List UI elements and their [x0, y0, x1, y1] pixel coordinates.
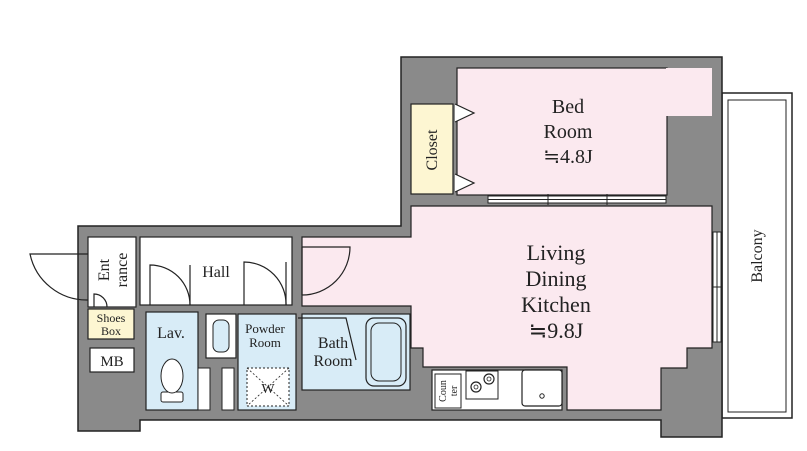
bed-room-label-2: Room — [544, 121, 593, 143]
ldk-label-2: Dining — [525, 266, 586, 291]
stove-icon — [465, 370, 499, 400]
bath-room-label-1: Bath — [318, 335, 348, 352]
closet-label: Closet — [424, 129, 441, 170]
toilet-icon — [160, 358, 184, 403]
entrance — [87, 236, 137, 308]
lav-label: Lav. — [157, 325, 185, 342]
washer-icon — [246, 367, 290, 407]
entrance-step — [93, 293, 108, 308]
mb-label: MB — [100, 354, 123, 370]
bath-room-label-2: Room — [313, 353, 353, 370]
bed-room — [456, 67, 668, 196]
hall-door[interactable] — [149, 264, 191, 306]
ldk-area: ≒9.8J — [529, 318, 584, 343]
shoes-box-label-1: Shoes — [97, 311, 126, 325]
counter-label-1: Coun — [438, 380, 449, 402]
sink-icon — [521, 369, 563, 407]
bed-room-label-1: Bed — [552, 96, 584, 118]
bed-room-area: ≒4.8J — [543, 146, 593, 168]
closet-door-top[interactable] — [454, 103, 476, 123]
powder-room-label-1: Powder — [245, 321, 285, 336]
closet-door-bottom[interactable] — [454, 173, 476, 193]
powder-room-door[interactable] — [243, 261, 287, 306]
basin-icon — [212, 319, 230, 353]
shoes-box-label-2: Box — [101, 324, 121, 338]
ldk-window[interactable] — [712, 231, 722, 343]
lavatory-door[interactable] — [197, 367, 211, 411]
bedroom-sliding-door[interactable] — [487, 194, 667, 205]
hall-label: Hall — [202, 264, 230, 281]
bath-door[interactable] — [298, 317, 357, 361]
meter-box — [89, 347, 135, 373]
counter-label-2: ter — [449, 385, 460, 396]
bathtub-icon — [365, 317, 407, 387]
bed-room-nook — [667, 68, 712, 116]
ldk-label-3: Kitchen — [521, 292, 591, 317]
ldk-label-1: Living — [527, 240, 586, 265]
entrance-label-2: rance — [114, 253, 131, 288]
closet — [410, 103, 454, 195]
hall — [139, 236, 293, 306]
balcony-label: Balcony — [749, 229, 766, 282]
powder-room-label-2: Room — [249, 335, 281, 350]
entrance-label-1: Ent — [96, 258, 113, 281]
washer-label: W — [261, 382, 275, 397]
counter — [434, 373, 462, 409]
powder-room-side-door[interactable] — [221, 367, 235, 411]
entrance-door[interactable] — [29, 253, 89, 301]
balcony — [721, 92, 793, 419]
ldk-door[interactable] — [301, 246, 351, 296]
shoes-box — [87, 308, 135, 340]
